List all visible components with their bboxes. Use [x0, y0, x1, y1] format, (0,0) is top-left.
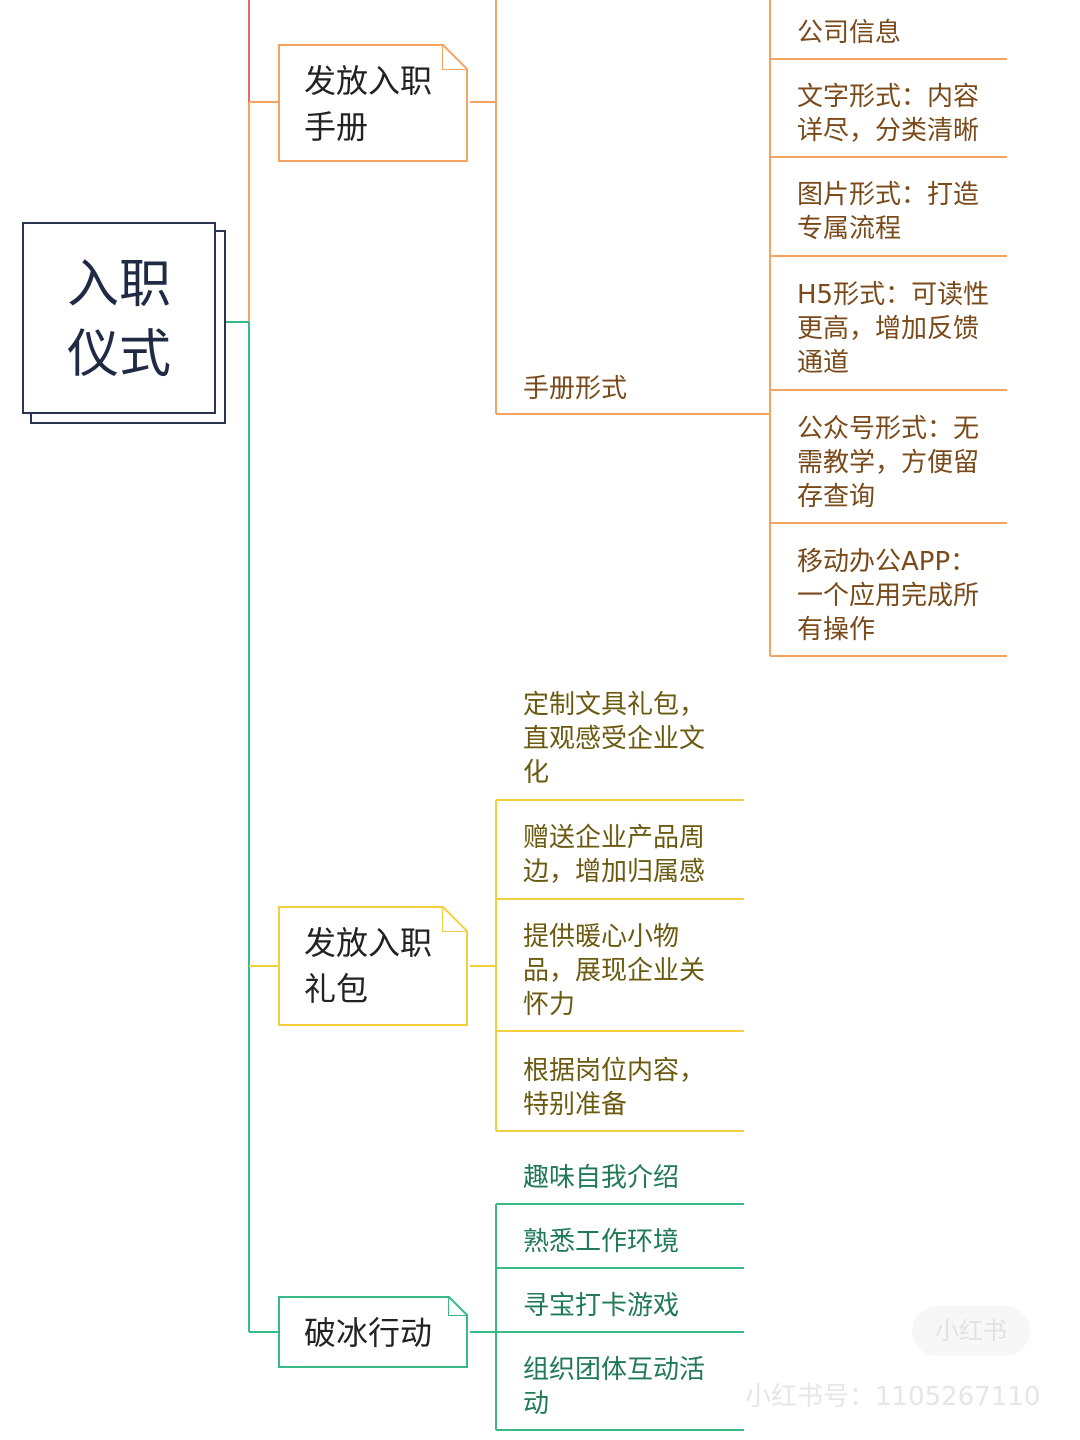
icebreak-item-node[interactable]: 组织团体互动活 动 [523, 1355, 706, 1419]
note-fold-icon [442, 906, 468, 932]
topic-icebreak-label: 破冰行动 [304, 1314, 433, 1352]
gift-item-node[interactable]: 提供暖心小物 品，展现企业关 怀力 [523, 922, 706, 1020]
note-fold-icon [442, 44, 468, 70]
gift-item-node[interactable]: 赠送企业产品周 边，增加归属感 [523, 823, 706, 887]
form-text-node[interactable]: 文字形式：内容 详尽，分类清晰 [797, 82, 980, 146]
topic-icebreak[interactable]: 破冰行动 [278, 1296, 468, 1368]
form-h5-node[interactable]: H5形式：可读性 更高，增加反馈 通道 [797, 280, 990, 378]
handbook-form-node[interactable]: 手册形式 [523, 374, 628, 404]
form-image-node[interactable]: 图片形式：打造 专属流程 [797, 180, 980, 244]
watermark-logo: 小红书 [912, 1306, 1030, 1356]
icebreak-item-node[interactable]: 趣味自我介绍 [523, 1163, 680, 1193]
topic-handbook[interactable]: 发放入职 手册 [278, 44, 468, 162]
icebreak-item-node[interactable]: 熟悉工作环境 [523, 1227, 680, 1257]
note-fold-icon [448, 1296, 468, 1316]
topic-gift-label: 发放入职 礼包 [304, 924, 433, 1008]
gift-item-node[interactable]: 根据岗位内容， 特别准备 [523, 1056, 706, 1120]
root-label: 入职 仪式 [66, 255, 171, 385]
gift-item-node[interactable]: 定制文具礼包， 直观感受企业文 化 [523, 690, 706, 788]
root-node[interactable]: 入职 仪式 [22, 222, 216, 414]
form-app-node[interactable]: 移动办公APP： 一个应用完成所 有操作 [797, 547, 980, 645]
watermark-id: 小红书号：1105267110 [745, 1382, 1041, 1412]
topic-gift[interactable]: 发放入职 礼包 [278, 906, 468, 1026]
form-wechat-node[interactable]: 公众号形式：无 需教学，方便留 存查询 [797, 414, 980, 512]
topic-handbook-label: 发放入职 手册 [304, 62, 433, 146]
company-info-node[interactable]: 公司信息 [797, 18, 902, 48]
icebreak-item-node[interactable]: 寻宝打卡游戏 [523, 1291, 680, 1321]
